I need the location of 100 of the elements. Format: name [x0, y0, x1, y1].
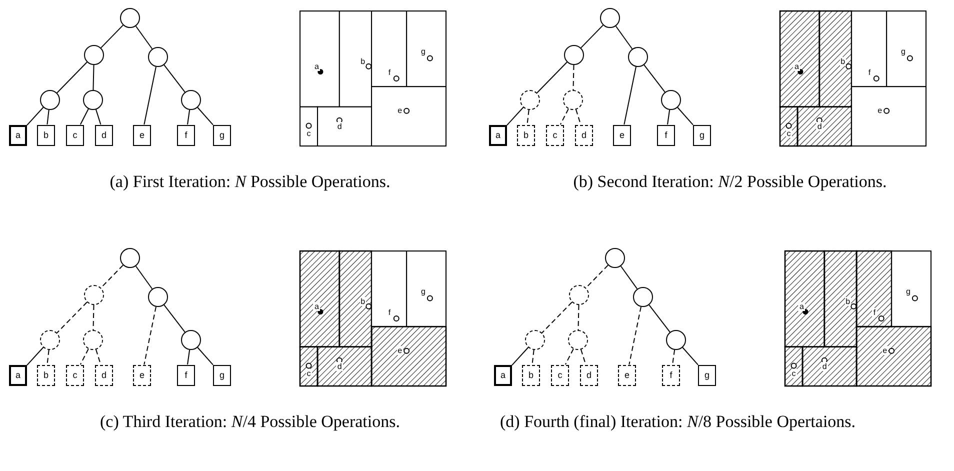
point-label: d — [336, 122, 343, 132]
tree-node — [633, 287, 653, 307]
tree-node — [83, 90, 103, 110]
tree-edge — [187, 349, 190, 365]
figure-caption: (a) First Iteration: N Possible Operations. — [108, 172, 392, 192]
leaf-node: c — [546, 124, 564, 146]
tree-edge — [100, 264, 124, 288]
tree-edge — [56, 302, 88, 334]
tree-edge — [576, 109, 582, 125]
tree-node — [120, 8, 140, 28]
leaf-node: a — [9, 364, 27, 386]
tree-edge — [532, 349, 534, 365]
tree-edge — [197, 346, 214, 366]
tree-edge — [578, 304, 580, 330]
tree-edge — [644, 64, 666, 93]
leaf-node: d — [580, 364, 598, 386]
tree-edge — [536, 62, 568, 94]
tree-edge — [100, 24, 124, 48]
leaf-node: c — [66, 124, 84, 146]
tree-edge — [56, 62, 88, 94]
tree-node — [569, 285, 589, 305]
leaf-node: a — [494, 364, 512, 386]
tree-edge — [572, 64, 574, 90]
tree-node — [181, 90, 201, 110]
tree-edge — [46, 349, 50, 365]
figure-caption: (c) Third Iteration: N/4 Possible Operations. — [99, 412, 401, 432]
tree-node — [666, 330, 686, 350]
tree-edge — [26, 346, 44, 366]
tree-edge — [620, 266, 638, 290]
leaf-node: e — [133, 364, 151, 386]
point-label: f — [867, 68, 872, 76]
tree-edge — [144, 306, 156, 365]
leaf-node: e — [133, 124, 151, 146]
tree-edge — [615, 26, 633, 50]
leaf-node: d — [95, 364, 113, 386]
tree-edge — [624, 66, 636, 125]
tree-node — [120, 248, 140, 268]
leaf-node: f — [662, 364, 680, 386]
tree-edge — [26, 106, 44, 126]
leaf-node: e — [613, 124, 631, 146]
tree-node — [564, 45, 584, 65]
tree-edge — [682, 346, 698, 366]
tree-node — [568, 330, 588, 350]
leaf-node: d — [95, 124, 113, 146]
point-label: d — [821, 362, 828, 372]
tree-edge — [580, 349, 586, 365]
leaf-node: f — [177, 124, 195, 146]
leaf-node: g — [213, 124, 231, 146]
tree-node — [520, 90, 540, 110]
leaf-node: b — [37, 124, 55, 146]
tree-node — [40, 330, 60, 350]
point-label: f — [387, 308, 392, 316]
tree-node — [148, 47, 168, 67]
tree-edge — [580, 24, 604, 48]
leaf-node: f — [177, 364, 195, 386]
leaf-node: c — [551, 364, 569, 386]
figure-caption: (d) Fourth (final) Iteration: N/8 Possible Opertaions. — [500, 412, 857, 432]
tree-edge — [46, 109, 50, 125]
tree-node — [525, 330, 545, 350]
tree-edge — [80, 348, 89, 365]
tree-node — [600, 8, 620, 28]
tree-node — [628, 47, 648, 67]
tree-edge — [506, 106, 524, 126]
leaf-node: f — [657, 124, 675, 146]
tree-edge — [80, 108, 89, 125]
tree-edge — [585, 264, 609, 288]
tree-edge — [135, 266, 153, 290]
tree-node — [148, 287, 168, 307]
tree-edge — [164, 64, 186, 93]
tree-edge — [564, 348, 574, 365]
leaf-node: e — [618, 364, 636, 386]
tree-edge — [628, 306, 642, 365]
tree-edge — [187, 109, 190, 125]
tree-edge — [526, 109, 530, 125]
tree-edge — [164, 304, 186, 333]
tree-edge — [667, 109, 670, 125]
tree-edge — [144, 66, 156, 125]
tree-edge — [197, 106, 214, 126]
tree-edge — [135, 26, 153, 50]
leaf-node: a — [489, 124, 507, 146]
tree-edge — [96, 109, 102, 125]
tree-node — [84, 285, 104, 305]
tree-edge — [672, 349, 676, 365]
tree-node — [83, 330, 103, 350]
tree-node — [181, 330, 201, 350]
point-label: d — [816, 122, 823, 132]
tree-edge — [96, 349, 102, 365]
tree-node — [40, 90, 60, 110]
leaf-node: c — [66, 364, 84, 386]
leaf-node: b — [37, 364, 55, 386]
leaf-node: g — [213, 364, 231, 386]
leaf-node: b — [517, 124, 535, 146]
tree-edge — [560, 108, 569, 125]
leaf-node: d — [575, 124, 593, 146]
leaf-node: g — [698, 364, 716, 386]
point-label: f — [387, 68, 392, 76]
tree-edge — [677, 106, 694, 126]
tree-node — [661, 90, 681, 110]
tree-edge — [92, 64, 94, 90]
leaf-node: a — [9, 124, 27, 146]
